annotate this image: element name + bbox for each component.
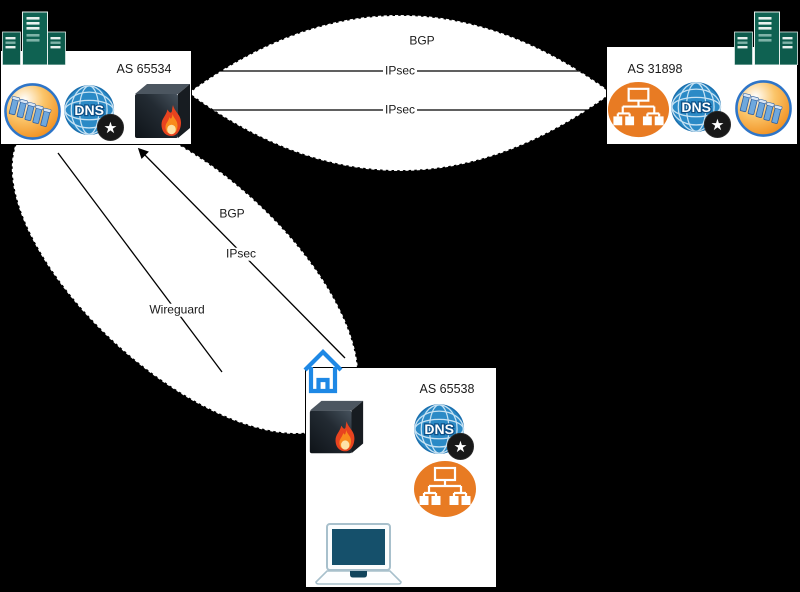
hosting-icon <box>734 79 793 138</box>
wan-tunnel-cloud <box>186 14 614 172</box>
home-bgp-label: BGP <box>217 206 247 221</box>
wan-bgp-label: BGP <box>407 33 437 48</box>
firewall-icon <box>305 397 367 461</box>
as65534-label: AS 65534 <box>116 62 172 76</box>
servers-icon <box>1 9 66 65</box>
wan-ipsec-label-2: IPsec <box>382 102 418 117</box>
servers-icon <box>733 9 798 65</box>
home-wireguard-label: Wireguard <box>147 302 207 317</box>
home-wireguard-line <box>57 152 223 373</box>
dns-icon <box>64 80 124 142</box>
as65538-label: AS 65538 <box>419 382 475 396</box>
laptop-icon <box>314 523 404 585</box>
home-ipsec-label: IPsec <box>223 246 259 261</box>
network-icon <box>412 460 478 518</box>
dns-icon <box>414 399 474 461</box>
hosting-icon <box>3 82 62 141</box>
dns-icon <box>671 77 731 139</box>
wan-ipsec-label-1: IPsec <box>382 63 418 78</box>
firewall-icon <box>130 80 194 146</box>
as31898-label: AS 31898 <box>627 62 683 76</box>
home-icon <box>303 347 343 395</box>
network-icon <box>607 79 670 140</box>
